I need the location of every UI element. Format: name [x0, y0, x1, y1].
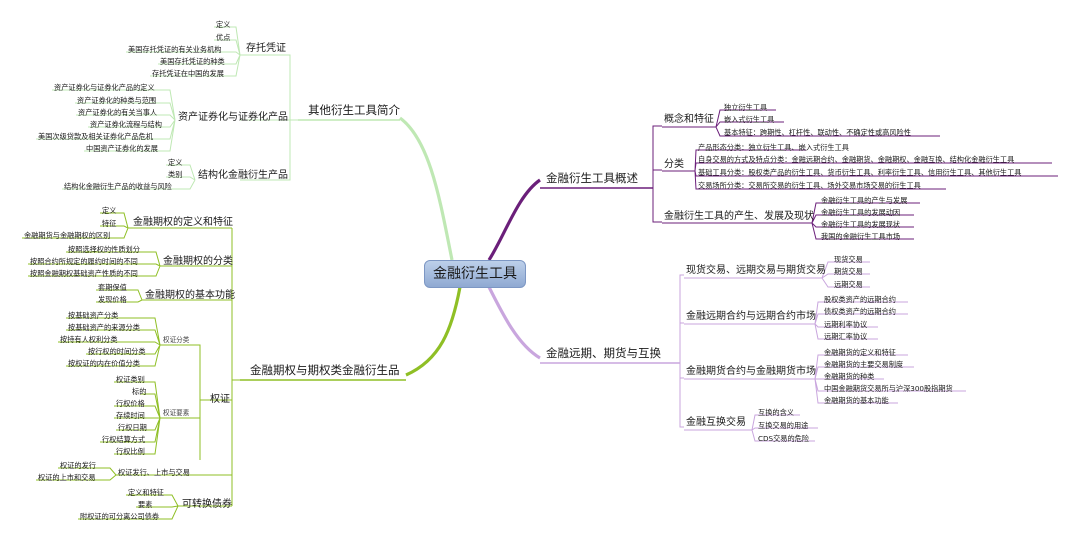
leaf[interactable]: 按基础资产的来源分类 — [68, 323, 140, 332]
leaf[interactable]: 按持有人权利分类 — [60, 335, 118, 344]
branch-overview[interactable]: 金融衍生工具概述 — [546, 171, 638, 185]
leaf[interactable]: 互换交易的用途 — [758, 421, 809, 430]
leaf[interactable]: 特征 — [102, 219, 117, 228]
leaf[interactable]: 金融期货的基本功能 — [824, 396, 889, 405]
leaf[interactable]: 附权证的可分离公司债券 — [80, 512, 160, 521]
leaf[interactable]: 存续时间 — [116, 411, 145, 420]
leaf[interactable]: 行权结算方式 — [102, 435, 146, 444]
leaf[interactable]: 债权类资产的远期合约 — [824, 307, 896, 316]
leaf[interactable]: 行权价格 — [116, 399, 145, 408]
leaf[interactable]: 定义 — [168, 158, 183, 167]
leaf[interactable]: 按权证的内在价值分类 — [68, 359, 140, 368]
node-warrant-issue[interactable]: 权证发行、上市与交易 — [118, 468, 190, 477]
node-trading[interactable]: 现货交易、远期交易与期货交易 — [686, 265, 826, 276]
branch-link-l2 — [405, 286, 462, 377]
node-abs[interactable]: 资产证券化与证券化产品 — [178, 112, 288, 123]
branch-others[interactable]: 其他衍生工具简介 — [308, 103, 400, 117]
leaf[interactable]: 资产证券化与证券化产品的定义 — [54, 83, 155, 92]
node-convertible[interactable]: 可转换债券 — [182, 499, 232, 510]
leaf[interactable]: 金融期货的主要交易制度 — [824, 360, 904, 369]
leaf[interactable]: 自身交易的方式及特点分类：金融远期合约、金融期货、金融期权、金融互换、结构化金融… — [698, 155, 1015, 164]
leaf[interactable]: 交易场所分类：交易所交易的衍生工具、场外交易市场交易的衍生工具 — [698, 181, 921, 190]
leaf[interactable]: 中国金融期货交易所与沪深300股指期货 — [824, 384, 953, 393]
leaf[interactable]: 要素 — [138, 500, 153, 509]
node-origin[interactable]: 金融衍生工具的产生、发展及现状 — [664, 211, 814, 222]
branch-link-r2 — [487, 286, 541, 360]
leaf[interactable]: 金融衍生工具的发展动因 — [821, 208, 901, 217]
leaf[interactable]: 发现价格 — [98, 295, 127, 304]
leaf[interactable]: 按照合约所规定的履约时间的不同 — [30, 257, 138, 266]
node-warrant-class[interactable]: 权证分类 — [163, 336, 190, 344]
leaf[interactable]: 定义 — [102, 206, 117, 215]
node-opt-def[interactable]: 金融期权的定义和特征 — [133, 217, 233, 228]
leaf[interactable]: 美国存托凭证的有关业务机构 — [128, 45, 222, 54]
leaf[interactable]: 金融衍生工具的发展现状 — [821, 220, 901, 229]
node-opt-func[interactable]: 金融期权的基本功能 — [145, 290, 235, 301]
node-warrant-elements[interactable]: 权证要素 — [163, 409, 190, 417]
leaf[interactable]: 现货交易 — [834, 255, 863, 264]
branch-forwards[interactable]: 金融远期、期货与互换 — [546, 346, 661, 360]
leaf[interactable]: 期货交易 — [834, 267, 863, 276]
leaf[interactable]: 定义和特征 — [128, 488, 164, 497]
node-warrant[interactable]: 权证 — [210, 394, 230, 405]
leaf[interactable]: 美国次级贷款及相关证券化产品危机 — [38, 132, 154, 141]
leaf[interactable]: 按照金融期权基础资产性质的不同 — [30, 269, 138, 278]
leaf[interactable]: 行权比例 — [116, 447, 145, 456]
leaf[interactable]: 美国存托凭证的种类 — [160, 57, 225, 66]
leaf[interactable]: 套期保值 — [98, 283, 127, 292]
leaf[interactable]: 基本特征：跨期性、杠杆性、联动性、不确定性或高风险性 — [724, 128, 911, 137]
node-opt-class[interactable]: 金融期权的分类 — [163, 256, 233, 267]
leaf[interactable]: 权证类别 — [116, 375, 145, 384]
leaf[interactable]: 权证的上市和交易 — [38, 473, 96, 482]
node-dr[interactable]: 存托凭证 — [246, 43, 286, 54]
leaf[interactable]: 定义 — [216, 20, 231, 29]
leaf[interactable]: 存托凭证在中国的发展 — [152, 69, 224, 78]
leaf[interactable]: 资产证券化流程与结构 — [90, 120, 162, 129]
leaf[interactable]: 按基础资产分类 — [68, 311, 119, 320]
leaf[interactable]: 远期交易 — [834, 280, 863, 289]
leaf[interactable]: 按行权的时间分类 — [88, 347, 146, 356]
leaf[interactable]: 中国资产证券化的发展 — [86, 144, 158, 153]
leaf[interactable]: 资产证券化的有关当事人 — [78, 108, 158, 117]
leaf[interactable]: 资产证券化的种类与范围 — [77, 96, 157, 105]
leaf[interactable]: 产品形态分类：独立衍生工具、嵌入式衍生工具 — [698, 143, 849, 152]
leaf[interactable]: 互换的含义 — [758, 408, 794, 417]
leaf[interactable]: 金融期货的种类 — [824, 372, 875, 381]
leaf[interactable]: 金融期货与金融期权的区别 — [24, 231, 111, 240]
branch-link-r1 — [487, 178, 541, 261]
branch-link-l1 — [399, 116, 454, 261]
node-concept[interactable]: 概念和特征 — [664, 114, 714, 125]
branch-options[interactable]: 金融期权与期权类金融衍生品 — [250, 363, 400, 377]
leaf[interactable]: 金融衍生工具的产生与发展 — [821, 196, 908, 205]
leaf[interactable]: 结构化金融衍生产品的收益与风险 — [64, 182, 172, 191]
root-node[interactable]: 金融衍生工具 — [424, 260, 526, 288]
node-structured[interactable]: 结构化金融衍生产品 — [198, 170, 288, 181]
leaf[interactable]: 远期汇率协议 — [824, 332, 868, 341]
leaf[interactable]: 类别 — [168, 170, 183, 179]
leaf[interactable]: CDS交易的危险 — [758, 434, 810, 443]
leaf[interactable]: 按照选择权的性质划分 — [68, 245, 140, 254]
leaf[interactable]: 我国的金融衍生工具市场 — [821, 232, 901, 241]
leaf[interactable]: 行权日期 — [118, 423, 147, 432]
leaf[interactable]: 优点 — [216, 33, 231, 42]
leaf[interactable]: 金融期货的定义和特征 — [824, 348, 896, 357]
leaf[interactable]: 标的 — [132, 387, 147, 396]
leaf[interactable]: 股权类资产的远期合约 — [824, 295, 896, 304]
leaf[interactable]: 嵌入式衍生工具 — [724, 115, 775, 124]
node-forward[interactable]: 金融远期合约与远期合约市场 — [686, 311, 816, 322]
node-swap[interactable]: 金融互换交易 — [686, 417, 746, 428]
leaf[interactable]: 远期利率协议 — [824, 320, 868, 329]
leaf[interactable]: 权证的发行 — [60, 461, 96, 470]
leaf[interactable]: 独立衍生工具 — [724, 103, 768, 112]
node-classification[interactable]: 分类 — [664, 159, 684, 170]
leaf[interactable]: 基础工具分类：股权类产品的衍生工具、货币衍生工具、利率衍生工具、信用衍生工具、其… — [698, 168, 1022, 177]
node-futures[interactable]: 金融期货合约与金融期货市场 — [686, 366, 816, 377]
